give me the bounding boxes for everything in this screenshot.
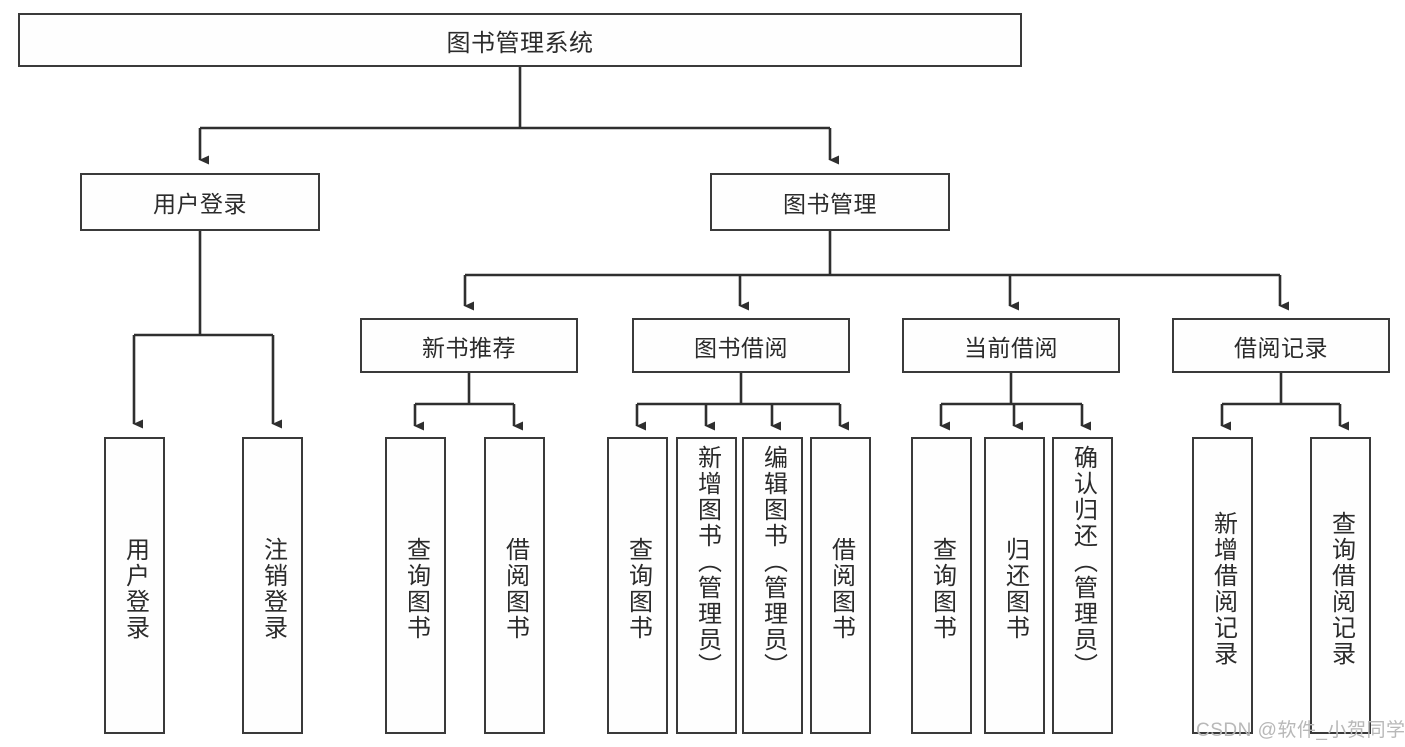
csdn-watermark: CSDN @软件_小贺同学 <box>1196 715 1405 742</box>
node-leaf-add-book-label: 新增图书（管理员） <box>693 445 721 679</box>
node-leaf-query-borrow-record-label: 查询借阅记录 <box>1327 510 1355 667</box>
node-leaf-borrow-book-recommend[interactable]: 借阅图书 <box>484 437 545 734</box>
node-leaf-borrow-book[interactable]: 借阅图书 <box>810 437 871 734</box>
node-leaf-user-login[interactable]: 用户登录 <box>104 437 165 734</box>
node-leaf-confirm-return[interactable]: 确认归还（管理员） <box>1052 437 1113 734</box>
node-user-login[interactable]: 用户登录 <box>80 173 320 231</box>
node-root-label: 图书管理系统 <box>446 29 594 57</box>
node-leaf-confirm-return-label: 确认归还（管理员） <box>1069 445 1097 679</box>
node-borrow-record-label: 借阅记录 <box>1234 334 1328 361</box>
node-leaf-add-borrow-record-label: 新增借阅记录 <box>1209 510 1237 667</box>
node-leaf-user-login-label: 用户登录 <box>121 536 149 641</box>
node-current-borrow-label: 当前借阅 <box>964 334 1058 361</box>
node-leaf-query-book-current[interactable]: 查询图书 <box>911 437 972 734</box>
csdn-watermark-text: CSDN @软件_小贺同学 <box>1196 720 1405 741</box>
node-new-book-recommend[interactable]: 新书推荐 <box>360 318 578 373</box>
node-leaf-query-book-recommend[interactable]: 查询图书 <box>385 437 446 734</box>
node-leaf-add-book[interactable]: 新增图书（管理员） <box>676 437 737 734</box>
node-leaf-edit-book[interactable]: 编辑图书（管理员） <box>742 437 803 734</box>
node-leaf-user-logout[interactable]: 注销登录 <box>242 437 303 734</box>
node-leaf-query-book-borrow[interactable]: 查询图书 <box>607 437 668 734</box>
node-root-图书管理系统[interactable]: 图书管理系统 <box>18 13 1022 67</box>
node-leaf-borrow-book-label: 借阅图书 <box>827 536 855 641</box>
node-leaf-user-logout-label: 注销登录 <box>259 536 287 641</box>
node-book-borrow-label: 图书借阅 <box>694 334 788 361</box>
node-leaf-return-book[interactable]: 归还图书 <box>984 437 1045 734</box>
node-leaf-query-book-borrow-label: 查询图书 <box>624 536 652 641</box>
node-current-borrow[interactable]: 当前借阅 <box>902 318 1120 373</box>
node-book-management-label: 图书管理 <box>783 191 877 217</box>
node-leaf-add-borrow-record[interactable]: 新增借阅记录 <box>1192 437 1253 734</box>
node-leaf-borrow-book-recommend-label: 借阅图书 <box>501 536 529 641</box>
node-leaf-query-borrow-record[interactable]: 查询借阅记录 <box>1310 437 1371 734</box>
node-leaf-query-book-recommend-label: 查询图书 <box>402 536 430 641</box>
node-book-borrow[interactable]: 图书借阅 <box>632 318 850 373</box>
node-user-login-label: 用户登录 <box>153 191 247 217</box>
node-new-book-recommend-label: 新书推荐 <box>422 334 516 361</box>
node-leaf-edit-book-label: 编辑图书（管理员） <box>759 445 787 679</box>
node-borrow-record[interactable]: 借阅记录 <box>1172 318 1390 373</box>
node-leaf-return-book-label: 归还图书 <box>1001 536 1029 641</box>
node-book-management[interactable]: 图书管理 <box>710 173 950 231</box>
node-leaf-query-book-current-label: 查询图书 <box>928 536 956 641</box>
